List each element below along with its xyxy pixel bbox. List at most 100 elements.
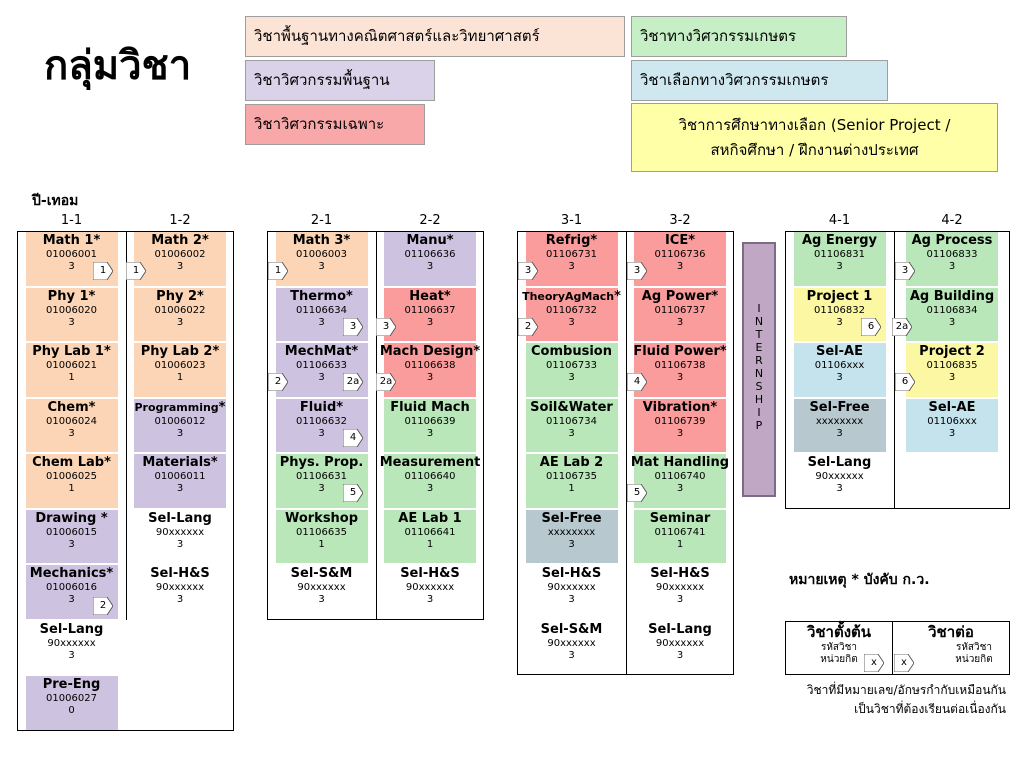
course-code: 01006021 <box>46 360 97 371</box>
prereq-marker: 6 <box>861 318 881 336</box>
course-code: xxxxxxxx <box>547 526 596 538</box>
prereq-marker: 1 <box>126 262 146 280</box>
course-code: 90xxxxxx <box>547 582 596 593</box>
note-compulsory: หมายเหตุ * บังคับ ก.ว. <box>789 572 930 588</box>
internship-letter: H <box>754 393 764 406</box>
term-header-2-1: 2-1 <box>310 213 333 228</box>
course-name: Seminar <box>649 510 711 526</box>
year-term-label: ปี-เทอม <box>32 193 79 209</box>
course-name: Sel-H&S <box>650 566 710 581</box>
key-right-sub1: รหัสวิชา <box>955 642 993 653</box>
course-name: Sel-Free <box>541 510 602 526</box>
legend-key-table: วิชาตั้งต้น รหัสวิชา หน่วยกิต วิชาต่อ รห… <box>785 621 1010 675</box>
course-credits: 3 <box>318 483 325 494</box>
course-name: Mat Handling <box>630 455 730 470</box>
course-name: Project 2 <box>919 344 985 359</box>
course-name: Phys. Prop. <box>279 455 364 470</box>
course-name: Sel-AE <box>928 399 976 415</box>
course-name: Phy 2* <box>156 288 204 304</box>
internship-letter: N <box>754 315 764 328</box>
internship-letter: I <box>757 406 761 419</box>
prereq-marker: 6 <box>895 373 915 391</box>
course-credits: 3 <box>676 594 684 605</box>
course-code: 90xxxxxx <box>47 637 96 649</box>
course-credits: 3 <box>948 316 956 328</box>
prereq-marker: 2 <box>518 318 538 336</box>
course-credits: 3 <box>426 261 434 272</box>
term-separator <box>894 231 895 509</box>
course-code: 01106736 <box>654 249 706 260</box>
course-name: Manu* <box>406 233 454 248</box>
term-header-4-2: 4-2 <box>941 213 963 228</box>
prereq-marker: 5 <box>627 484 647 502</box>
course-credits: 3 <box>68 261 75 272</box>
course-highlight <box>634 287 726 341</box>
legend-item-5: วิชาเลือกทางวิศวกรรมเกษตร <box>631 60 888 101</box>
prereq-marker: 2 <box>93 597 113 615</box>
course-highlight <box>384 454 476 508</box>
course-code: 01106834 <box>926 304 978 316</box>
course-name: Thermo* <box>290 288 353 304</box>
course-highlight <box>25 287 118 341</box>
course-name: Vibration* <box>642 399 718 415</box>
course-name: Sel-Lang <box>39 621 104 637</box>
course-highlight <box>134 287 226 341</box>
course-credits: 1 <box>426 538 434 550</box>
course-name: Phy 1* <box>47 288 96 304</box>
course-code: 01006002 <box>154 249 206 260</box>
course-credits: 3 <box>676 261 684 272</box>
term-separator <box>376 231 377 620</box>
course-credits: 3 <box>68 649 75 661</box>
course-code: 01106835 <box>926 360 978 371</box>
prereq-marker: 3 <box>376 318 396 336</box>
course-code: 90xxxxxx <box>547 637 596 649</box>
prereq-marker-label: 3 <box>382 321 390 332</box>
course-highlight <box>634 343 726 397</box>
course-credits: 3 <box>318 316 325 328</box>
course-highlight <box>134 343 226 397</box>
course-highlight <box>134 398 226 452</box>
course-code: 01106833 <box>926 249 978 260</box>
course-credits: 3 <box>176 594 184 605</box>
term-separator <box>626 231 627 675</box>
course-code: 01106636 <box>404 249 456 260</box>
course-credits: 3 <box>176 483 184 494</box>
course-code: 90xxxxxx <box>655 582 705 593</box>
key-marker-in: x <box>894 654 914 672</box>
term-header-2-2: 2-2 <box>419 213 441 228</box>
course-name: Sel-H&S <box>150 566 210 581</box>
term-header-1-1: 1-1 <box>60 213 83 228</box>
course-credits: 3 <box>318 594 325 605</box>
course-highlight <box>25 454 118 508</box>
course-name-main: Programming <box>134 400 219 414</box>
course-code: 01006024 <box>46 415 97 427</box>
course-code: 01106xxx <box>927 415 977 427</box>
course-credits: 3 <box>318 427 325 439</box>
course-code: 01006025 <box>46 471 97 482</box>
course-credits: 3 <box>176 538 184 550</box>
prereq-marker: 2 <box>268 373 288 391</box>
course-code: 01106739 <box>654 415 706 427</box>
legend-item-3: วิชาวิศวกรรมเฉพาะ <box>245 104 425 145</box>
course-credits: 3 <box>426 594 434 605</box>
course-code: 01106xxx <box>814 360 865 371</box>
prereq-marker-label: 2a <box>346 376 360 387</box>
course-highlight <box>793 398 886 452</box>
